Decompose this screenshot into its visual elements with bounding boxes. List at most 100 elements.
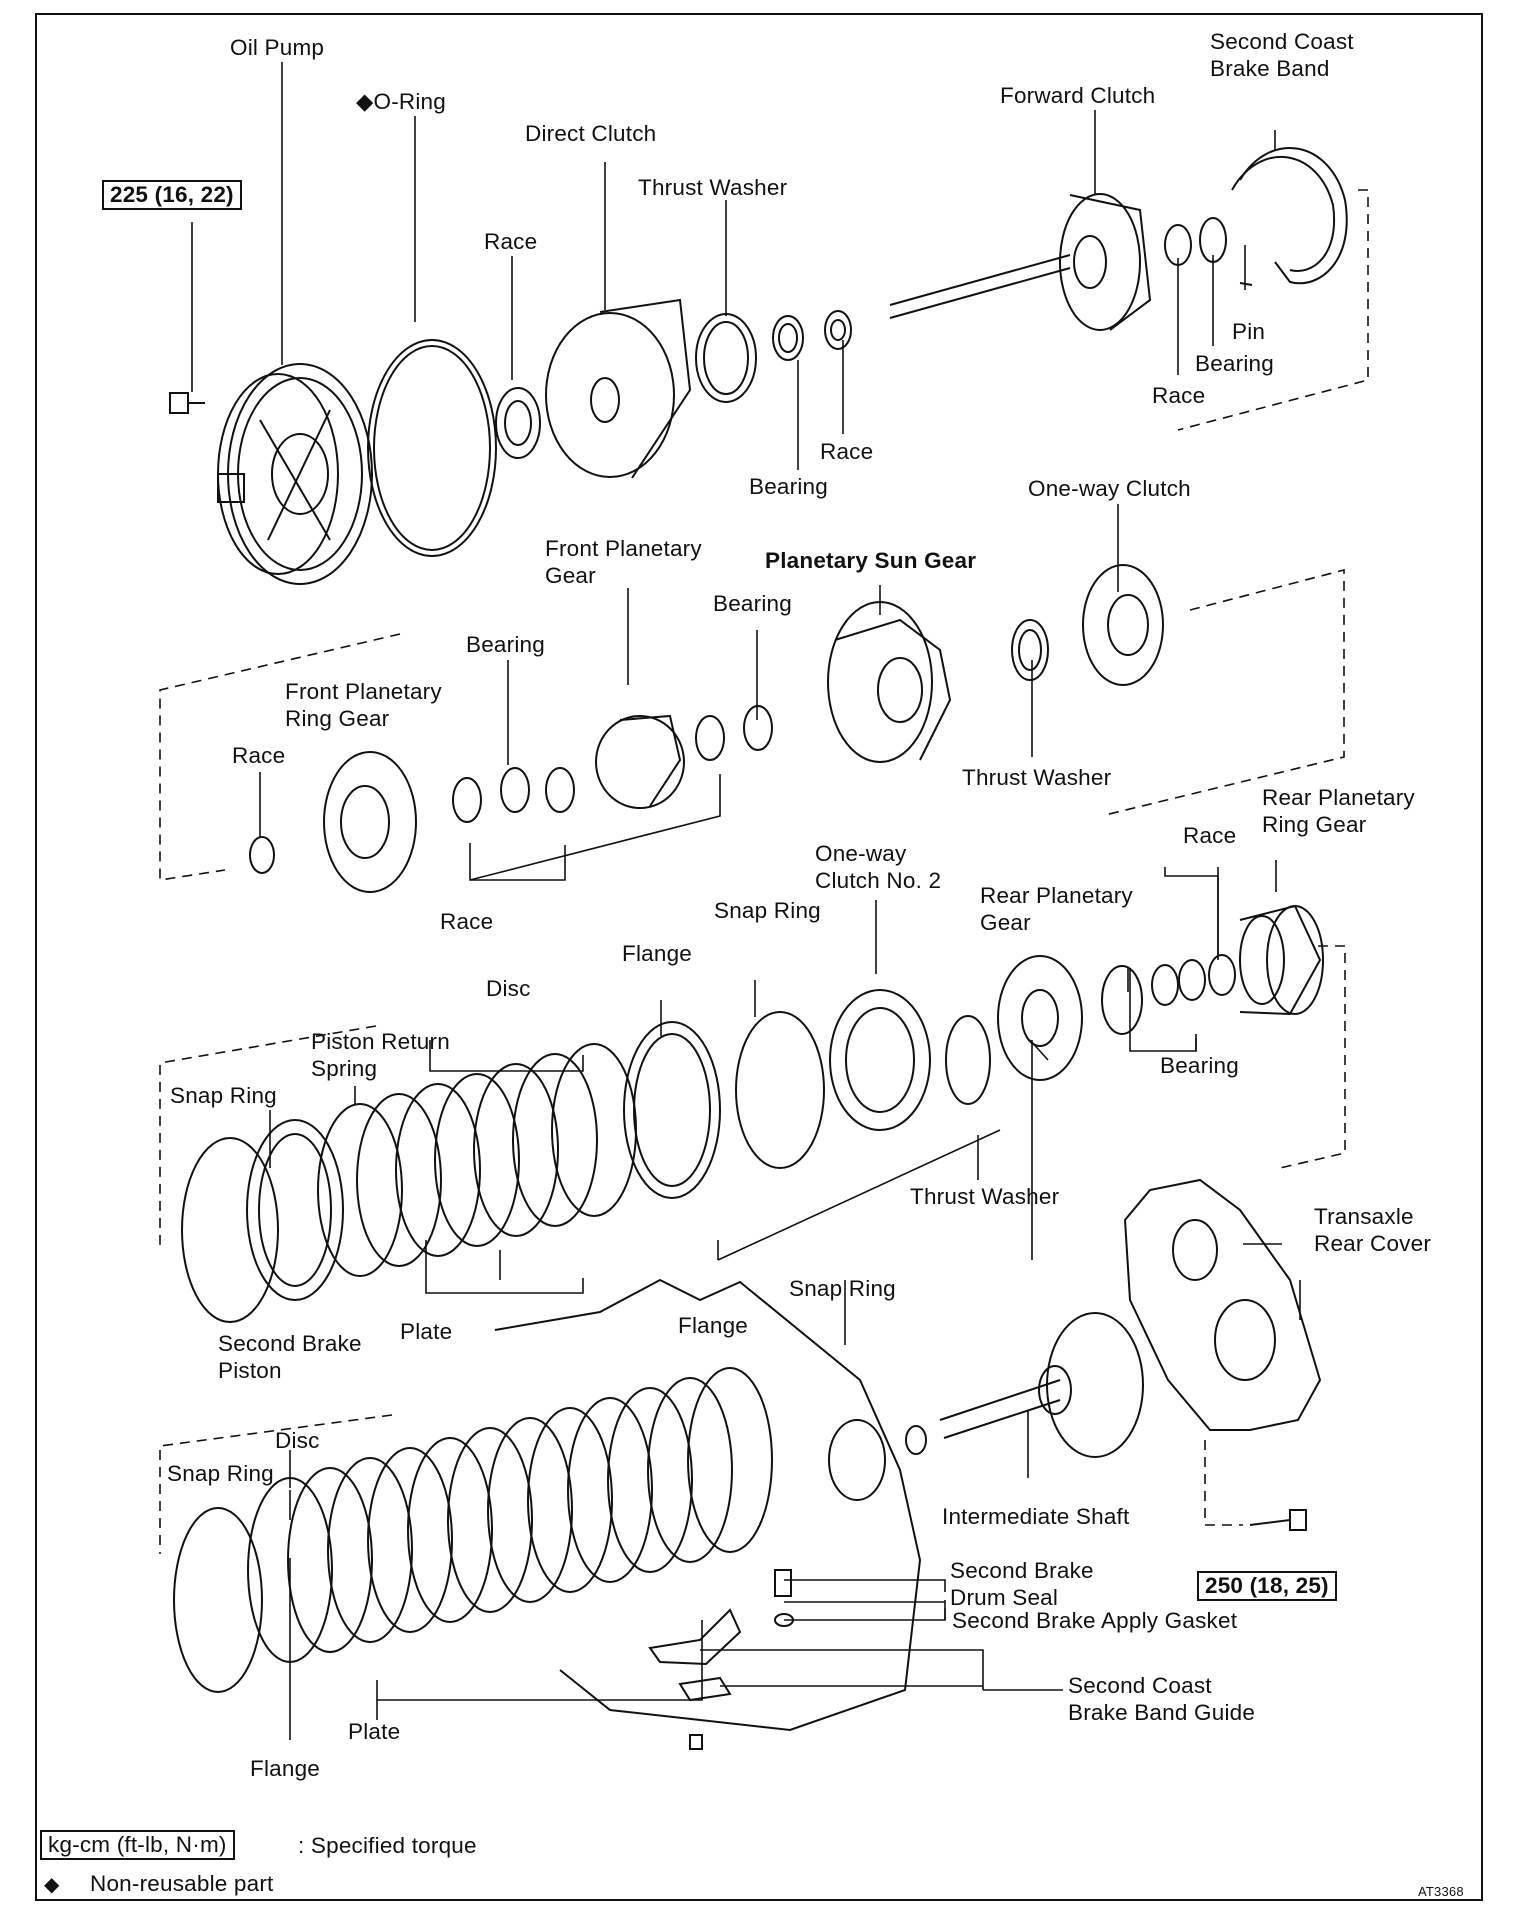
label-snap-ring-4: Snap Ring xyxy=(167,1461,274,1486)
label-rear-planetary-ring-gear: Rear Planetary Ring Gear xyxy=(1262,785,1415,837)
label-intermediate-shaft: Intermediate Shaft xyxy=(942,1504,1130,1529)
label-disc-2: Disc xyxy=(275,1428,320,1453)
snap-ring-drawing xyxy=(173,1507,263,1693)
label-oil-pump: Oil Pump xyxy=(230,35,325,60)
label-planetary-sun-gear: Planetary Sun Gear xyxy=(765,548,977,573)
label-second-coast-brake-band: Second Coast Brake Band xyxy=(1210,29,1354,81)
label-race-3: Race xyxy=(1152,383,1206,408)
label-race-1: Race xyxy=(484,229,538,254)
race-drawing xyxy=(1208,954,1236,996)
label-front-planetary-ring-gear: Front Planetary Ring Gear xyxy=(285,679,442,731)
race-drawing xyxy=(905,1425,927,1455)
thrust-washer-drawing xyxy=(695,313,757,403)
one-way-clutch-drawing xyxy=(1082,564,1164,686)
drum-seal-drawing xyxy=(774,1569,792,1597)
label-thrust-washer-1: Thrust Washer xyxy=(638,175,788,200)
torque-pump-bolt: 225 (16, 22) xyxy=(102,180,242,210)
bearing-drawing xyxy=(1178,959,1206,1001)
o-ring-drawing xyxy=(373,345,491,551)
legend-torque-box: kg-cm (ft-lb, N·m) xyxy=(40,1830,235,1860)
label-pin: Pin xyxy=(1232,319,1266,344)
thrust-washer-drawing xyxy=(1011,619,1049,681)
front-ring-gear-drawing xyxy=(323,751,417,893)
cover-bolt-drawing xyxy=(1249,1509,1307,1531)
label-snap-ring-3: Snap Ring xyxy=(789,1276,896,1301)
label-second-brake-apply-gasket: Second Brake Apply Gasket xyxy=(952,1608,1238,1633)
label-bearing-5: Bearing xyxy=(1160,1053,1239,1078)
guide-bolt-drawing xyxy=(689,1734,703,1750)
snap-ring-drawing xyxy=(735,1011,825,1169)
race-drawing xyxy=(545,767,575,813)
pump-bolt-drawing xyxy=(169,392,205,414)
legend-nonreusable-text: Non-reusable part xyxy=(90,1871,274,1896)
clutch-pack-2-drawing xyxy=(247,1367,773,1663)
label-bearing-4: Bearing xyxy=(466,632,545,657)
label-bearing-3: Bearing xyxy=(713,591,792,616)
diagram-frame xyxy=(35,13,1483,1901)
race-drawing xyxy=(1151,964,1179,1006)
label-thrust-washer-3: Thrust Washer xyxy=(910,1184,1060,1209)
intermediate-shaft-drawing xyxy=(939,1312,1144,1458)
bearing-drawing xyxy=(743,705,773,751)
label-one-way-clutch-no2: One-way Clutch No. 2 xyxy=(815,841,942,893)
second-brake-piston-drawing xyxy=(246,1119,344,1301)
clutch-pack-1-drawing xyxy=(317,1043,637,1277)
label-race-2: Race xyxy=(820,439,874,464)
bearing-drawing xyxy=(500,767,530,813)
legend-nonreusable-symbol: ◆ xyxy=(44,1874,60,1896)
race-drawing xyxy=(695,715,725,761)
label-race-5: Race xyxy=(440,909,494,934)
label-race-4: Race xyxy=(232,743,286,768)
thrust-washer-drawing xyxy=(945,1015,991,1105)
torque-cover-bolt: 250 (18, 25) xyxy=(1197,1571,1337,1601)
snap-ring-drawing xyxy=(828,1419,886,1501)
rear-cover-drawing xyxy=(1123,1178,1322,1431)
label-snap-ring-2: Snap Ring xyxy=(170,1083,277,1108)
thrust-washer-drawing xyxy=(1101,965,1143,1035)
label-plate-2: Plate xyxy=(348,1719,401,1744)
label-o-ring: ◆O-Ring xyxy=(356,89,446,114)
band-guide-drawing xyxy=(648,1608,742,1666)
label-rear-planetary-gear: Rear Planetary Gear xyxy=(980,883,1133,935)
label-race-6: Race xyxy=(1183,823,1237,848)
label-thrust-washer-2: Thrust Washer xyxy=(962,765,1112,790)
label-disc-1: Disc xyxy=(486,976,531,1001)
leader-lines xyxy=(191,62,1301,1740)
label-bearing-1: Bearing xyxy=(749,474,828,499)
figure-id: AT3368 xyxy=(1418,1884,1464,1899)
race-drawing xyxy=(452,777,482,823)
label-snap-ring-1: Snap Ring xyxy=(714,898,821,923)
direct-clutch-drawing xyxy=(545,298,692,479)
label-one-way-clutch: One-way Clutch xyxy=(1028,476,1191,501)
brake-band-drawing xyxy=(1231,146,1348,285)
o-ring-drawing xyxy=(367,339,497,557)
label-second-coast-brake-band-guide: Second Coast Brake Band Guide xyxy=(1068,1673,1256,1725)
oil-pump-drawing xyxy=(217,363,373,585)
race-drawing xyxy=(495,387,541,459)
label-flange-2: Flange xyxy=(678,1313,748,1338)
label-second-brake-drum-seal: Second Brake Drum Seal xyxy=(950,1558,1094,1610)
rear-planetary-gear-drawing xyxy=(997,955,1083,1081)
snap-ring-drawing xyxy=(181,1137,279,1323)
forward-clutch-drawing xyxy=(889,193,1152,331)
label-forward-clutch: Forward Clutch xyxy=(1000,83,1156,108)
apply-gasket-drawing xyxy=(774,1613,794,1627)
label-direct-clutch: Direct Clutch xyxy=(525,121,657,146)
legend-torque-text: : Specified torque xyxy=(298,1833,477,1858)
race-drawing xyxy=(1164,224,1192,266)
label-plate-1: Plate xyxy=(400,1319,453,1344)
pin-drawing xyxy=(1239,282,1253,286)
front-planetary-gear-drawing xyxy=(595,714,685,809)
one-way-clutch-2-drawing xyxy=(829,989,931,1131)
label-flange-1: Flange xyxy=(622,941,692,966)
phantom-lines xyxy=(159,189,1369,1554)
band-guide-drawing xyxy=(678,1676,732,1702)
label-bearing-2: Bearing xyxy=(1195,351,1274,376)
bearing-drawing xyxy=(1199,217,1227,263)
bearing-drawing xyxy=(772,315,804,361)
label-front-planetary-gear: Front Planetary Gear xyxy=(545,536,702,588)
case-outline-drawing xyxy=(494,1278,922,1732)
sun-gear-drawing xyxy=(827,601,952,763)
label-piston-return-spring: Piston Return Spring xyxy=(311,1029,450,1081)
